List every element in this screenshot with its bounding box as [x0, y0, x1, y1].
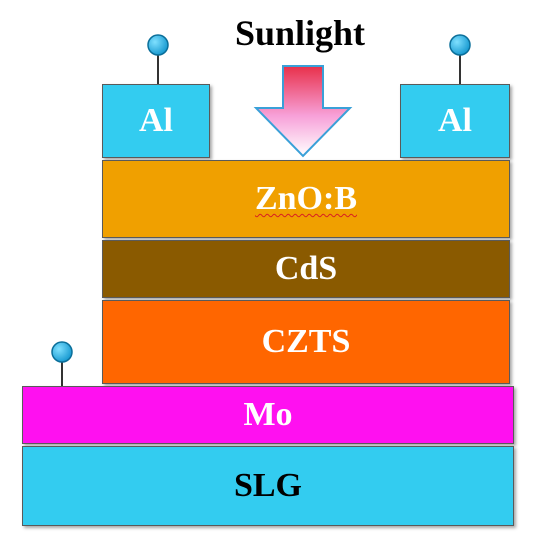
al-contact-right: Al	[400, 84, 510, 158]
sunlight-arrow-icon	[253, 65, 353, 158]
mo-layer: Mo	[22, 386, 514, 444]
cds-layer-label: CdS	[274, 250, 338, 287]
slg-layer: SLG	[22, 446, 514, 526]
terminal-bottom-left	[51, 341, 73, 386]
zno-layer: ZnO:B	[102, 160, 510, 238]
czts-layer: CZTS	[102, 300, 510, 384]
czts-layer-label: CZTS	[261, 323, 351, 360]
zno-layer-label: ZnO:B	[254, 180, 358, 217]
al-contact-right-label: Al	[438, 102, 472, 139]
mo-layer-label: Mo	[243, 396, 293, 433]
cds-layer: CdS	[102, 240, 510, 298]
terminal-left-top	[147, 34, 169, 84]
terminal-right-top	[449, 34, 471, 84]
slg-layer-label: SLG	[233, 467, 303, 504]
al-contact-left: Al	[102, 84, 210, 158]
sunlight-label: Sunlight	[234, 13, 366, 53]
al-contact-left-label: Al	[139, 102, 173, 139]
